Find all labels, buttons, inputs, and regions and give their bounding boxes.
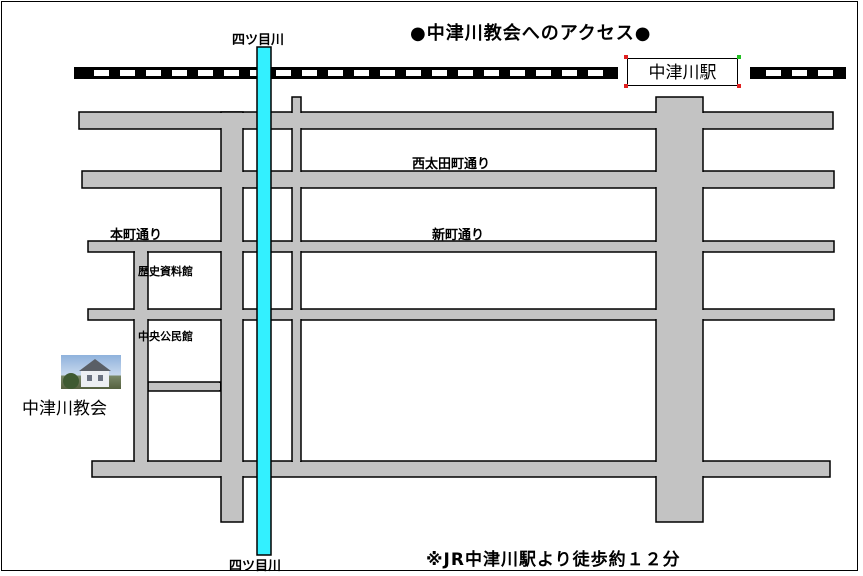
river: [256, 46, 272, 556]
station-marker-red: [624, 84, 628, 88]
road-intersections: [80, 98, 833, 521]
rail-tick: [818, 70, 833, 76]
rail-tick: [792, 70, 807, 76]
rail-tick: [120, 70, 135, 76]
rail-tick: [380, 70, 395, 76]
rail-tick: [406, 70, 421, 76]
rail-tick: [146, 70, 161, 76]
station-marker-red: [737, 84, 741, 88]
place-label-church: 中津川教会: [22, 399, 107, 419]
street-label-shinmachi: 新町通り: [432, 228, 485, 243]
rail-tick: [432, 70, 447, 76]
rail-tick: [484, 70, 499, 76]
rail-tick: [224, 70, 239, 76]
rail-tick: [328, 70, 343, 76]
rail-tick: [766, 70, 781, 76]
rail-tick: [510, 70, 525, 76]
map-title: ●中津川教会へのアクセス●: [410, 23, 652, 44]
rail-tick: [354, 70, 369, 76]
river-label-bottom: 四ツ目川: [229, 559, 282, 574]
rail-tick: [562, 70, 577, 76]
station-label: 中津川駅: [627, 58, 738, 86]
station-marker-green: [737, 55, 741, 59]
rail-tick: [588, 70, 603, 76]
church-photo: [61, 355, 121, 389]
place-label-history-museum: 歴史資料館: [138, 265, 193, 278]
access-note: ※JR中津川駅より徒歩約１２分: [426, 550, 681, 570]
rail-tick: [276, 70, 291, 76]
rail-tick: [94, 70, 109, 76]
street-label-honmachi: 本町通り: [110, 228, 163, 243]
place-label-community-hall: 中央公民館: [138, 330, 193, 343]
station-marker-red: [624, 55, 628, 59]
river-label-top: 四ツ目川: [232, 33, 285, 48]
rail-tick: [198, 70, 213, 76]
rail-tick: [458, 70, 473, 76]
railway-line: [74, 67, 846, 79]
rail-tick: [172, 70, 187, 76]
rail-tick: [302, 70, 317, 76]
rail-tick: [536, 70, 551, 76]
street-label-nishiota: 西太田町通り: [412, 157, 491, 172]
